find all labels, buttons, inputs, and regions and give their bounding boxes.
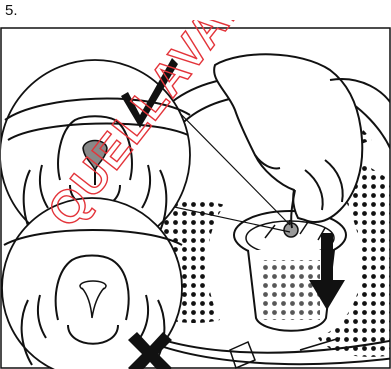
filter-cleaning-illustration: QUELLAVAR [0,20,391,369]
step-number: 5. [5,2,18,19]
